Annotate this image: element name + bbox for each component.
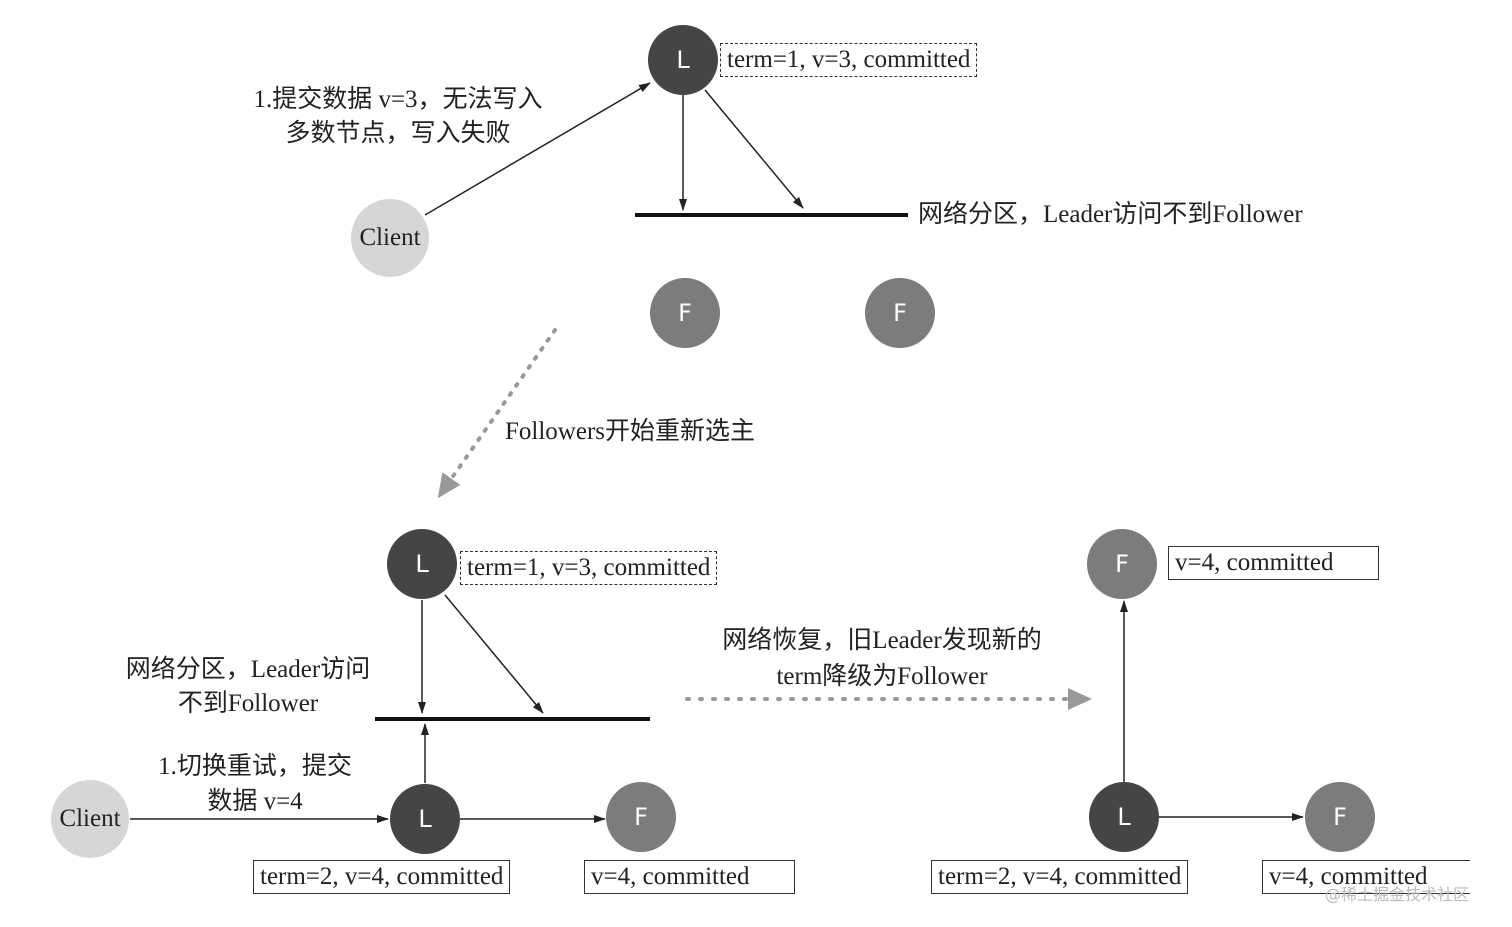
client-note-top-2: 多数节点，写入失败: [285, 120, 511, 147]
old-leader-node: L: [387, 529, 457, 599]
leader-node-top: L: [648, 25, 718, 95]
follower-node-right: F: [1305, 782, 1375, 852]
follower-state-bottom: v=4, committed: [584, 860, 795, 894]
leader-state-right: term=2, v=4, committed: [931, 860, 1189, 894]
follower-state-right: v=4, committed: [1262, 860, 1470, 894]
watermark: @稀土掘金技术社区: [1325, 885, 1470, 904]
client-note-bottom-2: 数据 v=4: [207, 788, 303, 815]
demoted-state: v=4, committed: [1168, 546, 1379, 580]
client-note-top-1: 1.提交数据 v=3，无法写入: [253, 86, 543, 113]
dotted-arrow-reelection: [437, 328, 557, 499]
partition-note-bottom-2: 不到Follower: [177, 690, 319, 717]
new-leader-node: L: [390, 784, 460, 854]
recovery-note-1: 网络恢复，旧Leader发现新的: [722, 627, 1042, 654]
arrow-client-to-leader: [424, 82, 651, 216]
arrow-leader-diag: [704, 89, 804, 209]
partition-note-bottom-1: 网络分区，Leader访问: [125, 656, 371, 683]
arrow-old-leader-diag: [444, 594, 544, 714]
leader-node-right: L: [1089, 782, 1159, 852]
reelection-note: Followers开始重新选主: [505, 418, 756, 445]
client-note-bottom-1: 1.切换重试，提交: [158, 753, 352, 780]
old-leader-state: term=1, v=3, committed: [460, 551, 718, 585]
leader-state-top: term=1, v=3, committed: [720, 43, 978, 77]
new-leader-state: term=2, v=4, committed: [253, 860, 511, 894]
client-node-top: Client: [351, 199, 429, 277]
follower-node-2: F: [865, 278, 935, 348]
partition-note-top: 网络分区，Leader访问不到Follower: [918, 201, 1303, 228]
client-node-bottom: Client: [51, 780, 129, 858]
follower-node-bottom: F: [606, 782, 676, 852]
follower-node-1: F: [650, 278, 720, 348]
recovery-note-2: term降级为Follower: [776, 663, 988, 690]
demoted-follower-node: F: [1087, 529, 1157, 599]
